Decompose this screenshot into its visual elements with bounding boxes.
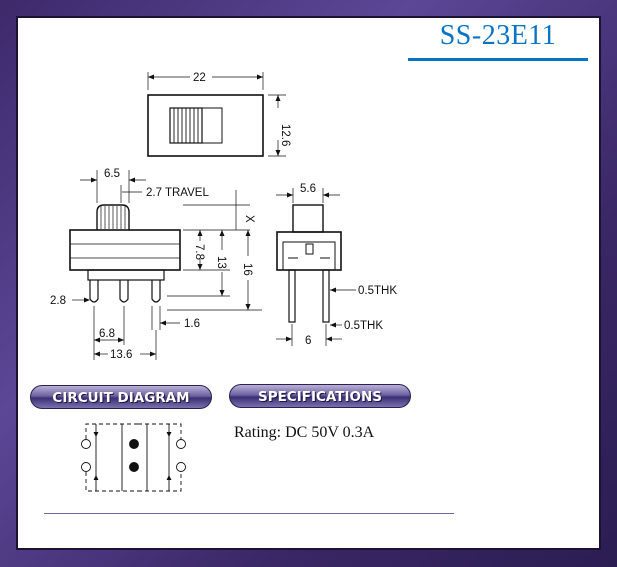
dim-actuator-label: 6.5 — [104, 168, 120, 180]
dim-travel-label: 2.7 TRAVEL — [146, 187, 209, 199]
side-view — [69, 170, 262, 360]
dim-thk-bottom-label: 0.5THK — [344, 320, 383, 332]
dim-height-label: 12.6 — [279, 124, 291, 146]
datasheet-panel — [16, 16, 601, 550]
top-view — [147, 72, 286, 157]
dim-7-8-label: 7.8 — [193, 244, 205, 260]
dim-13-label: 13 — [215, 256, 227, 269]
title-underline — [408, 58, 588, 61]
dim-6-label: 6 — [305, 335, 311, 347]
dim-width-label: 22 — [193, 72, 206, 84]
specifications-heading: SPECIFICATIONS — [229, 384, 411, 408]
dim-6-8-label: 6.8 — [99, 328, 115, 340]
circuit-diagram — [81, 423, 186, 492]
dim-thk-top-label: 0.5THK — [358, 285, 397, 297]
circuit-diagram-heading: CIRCUIT DIAGRAM — [30, 385, 212, 409]
rating-text: Rating: DC 50V 0.3A — [234, 424, 375, 441]
end-view — [276, 188, 356, 346]
part-number-title: SS-23E11 — [439, 20, 557, 51]
dim-x-label: X — [243, 215, 255, 223]
bottom-divider — [44, 513, 454, 514]
dim-5-6-label: 5.6 — [300, 183, 316, 195]
dim-1-6-label: 1.6 — [184, 318, 200, 330]
dim-16-label: 16 — [241, 263, 253, 276]
dim-2-8-label: 2.8 — [50, 295, 66, 307]
dim-13-6-label: 13.6 — [110, 349, 132, 361]
